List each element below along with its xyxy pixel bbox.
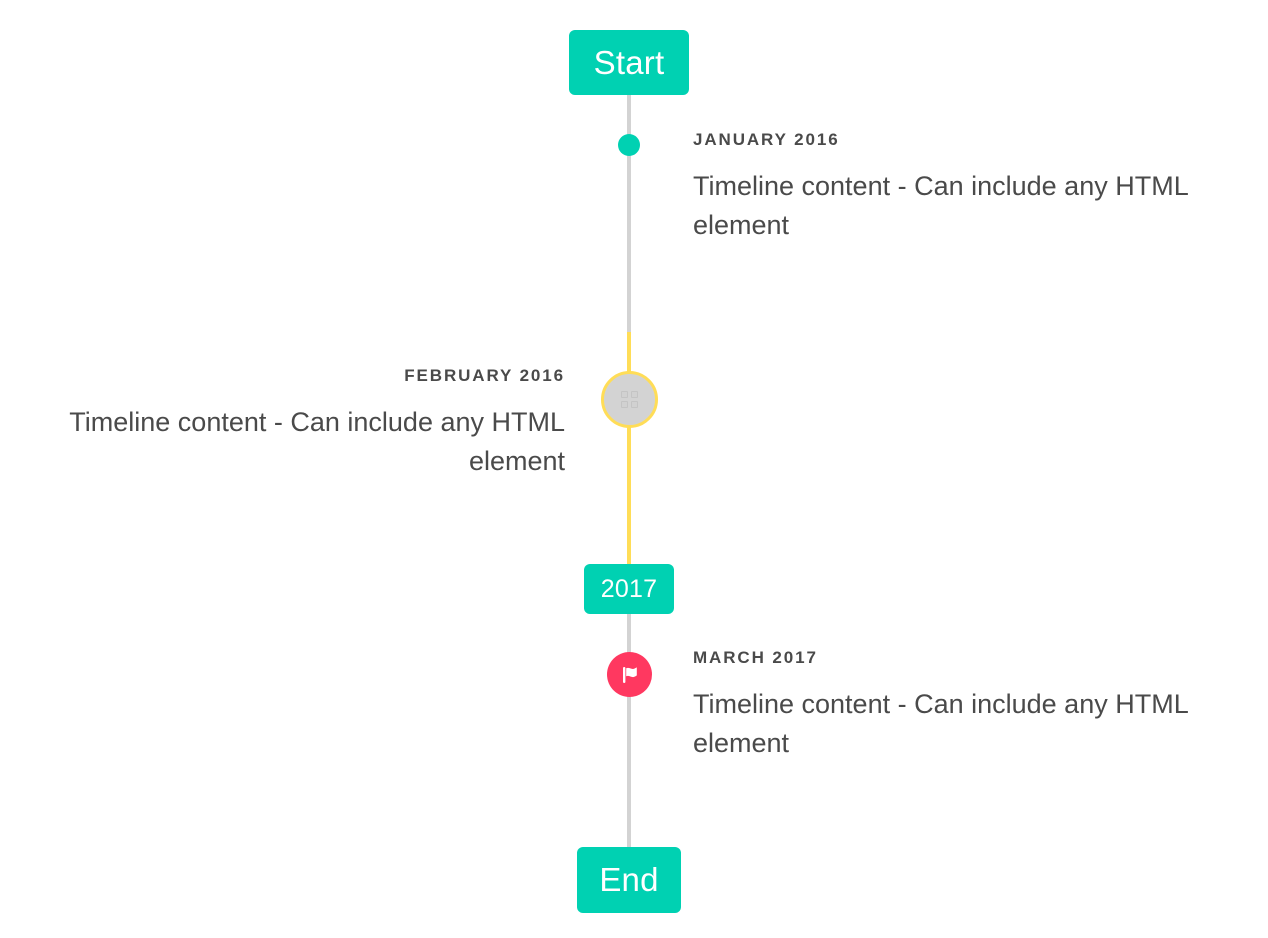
timeline-item-content: March 2017 Timeline content - Can includ…: [693, 648, 1233, 762]
timeline-footer-badge[interactable]: End: [577, 847, 681, 913]
timeline-item-heading: March 2017: [693, 648, 818, 667]
timeline-item-body: Timeline content - Can include any HTML …: [693, 689, 1188, 758]
icon-marker[interactable]: [607, 652, 652, 697]
timeline-item-body: Timeline content - Can include any HTML …: [69, 407, 565, 476]
timeline-rail-highlight-segment: [627, 332, 631, 564]
flag-icon: [622, 666, 637, 683]
timeline-divider-badge[interactable]: 2017: [584, 564, 674, 614]
timeline-item-content: January 2016 Timeline content - Can incl…: [693, 130, 1233, 244]
timeline-item-heading: January 2016: [693, 130, 840, 149]
timeline-header-badge[interactable]: Start: [569, 30, 689, 95]
broken-image-icon: [621, 391, 638, 408]
timeline-item-heading: February 2016: [404, 366, 565, 385]
timeline-item-body: Timeline content - Can include any HTML …: [693, 171, 1188, 240]
timeline-item-content: February 2016 Timeline content - Can inc…: [25, 366, 565, 480]
dot-marker[interactable]: [618, 134, 640, 156]
image-marker[interactable]: [601, 371, 658, 428]
